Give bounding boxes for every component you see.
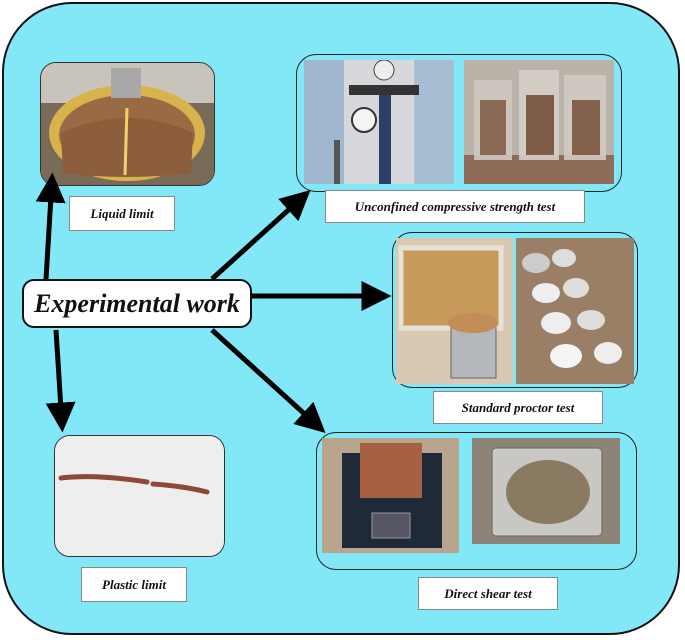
liquid-limit-photo	[40, 62, 215, 186]
proctor-label: Standard proctor test	[433, 391, 603, 424]
proctor-mold-photo	[396, 238, 513, 384]
shear-sample-photo	[472, 438, 620, 544]
proctor-cans-photo	[516, 238, 634, 384]
arrow-to-ucs	[210, 189, 311, 281]
arrow-to-direct-shear	[210, 328, 326, 434]
experimental-work-box: Experimental work	[22, 279, 252, 328]
plastic-limit-photo	[54, 435, 225, 557]
liquid-limit-label: Liquid limit	[69, 196, 175, 231]
ucs-samples-photo	[464, 60, 614, 184]
arrow-to-plastic-limit	[45, 329, 76, 433]
ucs-apparatus-photo	[304, 60, 454, 184]
direct-shear-label: Direct shear test	[418, 577, 558, 610]
plastic-limit-label: Plastic limit	[81, 567, 187, 602]
arrow-to-liquid-limit	[35, 172, 66, 280]
shear-box-photo	[322, 438, 459, 553]
ucs-label: Unconfined compressive strength test	[325, 190, 585, 223]
